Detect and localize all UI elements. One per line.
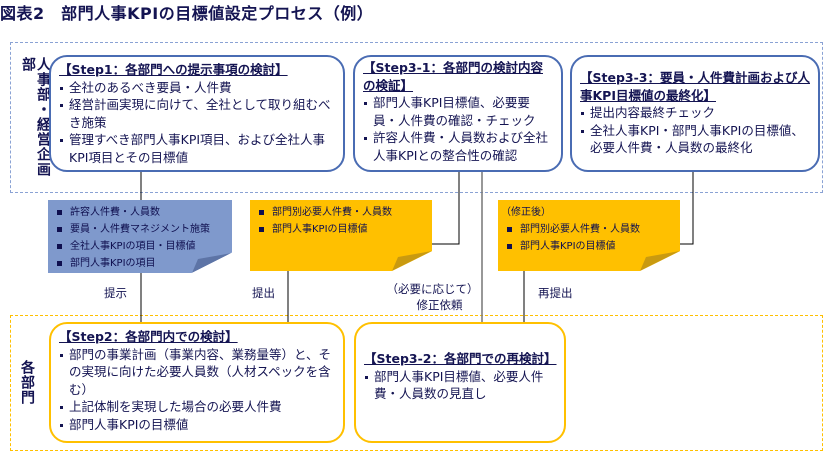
note-item: 部門人事KPIの目標値	[258, 221, 424, 238]
step3-3-heading: 【Step3-3：要員・人件費計画および人事KPI目標値の最終化】	[580, 70, 810, 103]
note-item: 部門人事KPIの項目	[56, 255, 224, 272]
note-item: 要員・人件費マネジメント施策	[56, 221, 224, 238]
page-title: 図表2 部門人事KPIの目標値設定プロセス（例）	[0, 4, 374, 23]
step3-1-heading: 【Step3-1：各部門の検討内容の検証】	[363, 60, 543, 93]
step1-box: 【Step1：各部門への提示事項の検討】 全社のあるべき要員・人件費 経営計画実…	[49, 55, 345, 172]
hq-zone	[10, 42, 823, 193]
step2-heading: 【Step2：各部門内での検討】	[59, 329, 238, 344]
hq-zone-label: 人事部・経営企画部	[20, 57, 51, 177]
flow-label-revise: （必要に応じて） 修正依頼	[380, 281, 485, 313]
connector-resubmit-to-step3-3	[680, 172, 694, 245]
step2-item: 上記体制を実現した場合の必要人件費	[59, 398, 335, 416]
step2-item: 部門人事KPIの目標値	[59, 416, 335, 434]
connector-submit-to-step3-1	[432, 172, 460, 245]
note-item: 部門別必要人件費・人員数	[506, 221, 672, 238]
step3-3-item: 提出内容最終チェック	[580, 104, 810, 122]
step3-1-item: 部門人事KPI目標値、必要要員・人件費の確認・チェック	[363, 94, 553, 129]
department-zone-label: 各部門	[19, 360, 35, 405]
flow-label-revise-line1: （必要に応じて）	[386, 282, 479, 296]
step2-box: 【Step2：各部門内での検討】 部門の事業計画（事業内容、業務量等）と、その実…	[49, 322, 345, 443]
presented-items-note: 許容人件費・人員数 要員・人件費マネジメント施策 全社人事KPIの項目・目標値 …	[48, 200, 232, 273]
step1-item: 管理すべき部門人事KPI項目、および全社人事KPI項目とその目標値	[59, 131, 335, 166]
step3-3-box: 【Step3-3：要員・人件費計画および人事KPI目標値の最終化】 提出内容最終…	[570, 55, 820, 172]
step3-3-item: 全社人事KPI・部門人事KPIの目標値、必要人件費・人員数の最終化	[580, 122, 810, 157]
note-item: 部門人事KPIの目標値	[506, 238, 672, 255]
step1-item: 全社のあるべき要員・人件費	[59, 79, 335, 97]
step3-1-box: 【Step3-1：各部門の検討内容の検証】 部門人事KPI目標値、必要要員・人件…	[353, 55, 563, 172]
step3-2-item: 部門人事KPI目標値、必要人件費・人員数の見直し	[364, 368, 556, 403]
note-item: 全社人事KPIの項目・目標値	[56, 238, 224, 255]
department-zone	[10, 315, 823, 451]
step3-1-item: 許容人件費・人員数および全社人事KPIとの整合性の確認	[363, 129, 553, 164]
flow-label-revise-line2: 修正依頼	[416, 298, 463, 312]
step3-2-heading: 【Step3-2：各部門での再検討】	[364, 351, 557, 366]
note-item: 部門別必要人件費・人員数	[258, 204, 424, 221]
submitted-items-note: 部門別必要人件費・人員数 部門人事KPIの目標値	[250, 200, 432, 271]
step2-item: 部門の事業計画（事業内容、業務量等）と、その実現に向けた必要人員数（人材スペック…	[59, 346, 335, 399]
resubmitted-items-note: （修正後） 部門別必要人件費・人員数 部門人事KPIの目標値	[498, 200, 680, 271]
step1-item: 経営計画実現に向けて、全社として取り組むべき施策	[59, 96, 335, 131]
note-caption: （修正後）	[501, 207, 551, 218]
flow-label-resubmit: 再提出	[538, 286, 573, 300]
flow-label-present: 提示	[104, 286, 127, 300]
flow-label-submit: 提出	[252, 286, 275, 300]
step1-heading: 【Step1：各部門への提示事項の検討】	[59, 62, 288, 77]
note-item: 許容人件費・人員数	[56, 204, 224, 221]
step3-2-box: 【Step3-2：各部門での再検討】 部門人事KPI目標値、必要人件費・人員数の…	[354, 322, 566, 443]
